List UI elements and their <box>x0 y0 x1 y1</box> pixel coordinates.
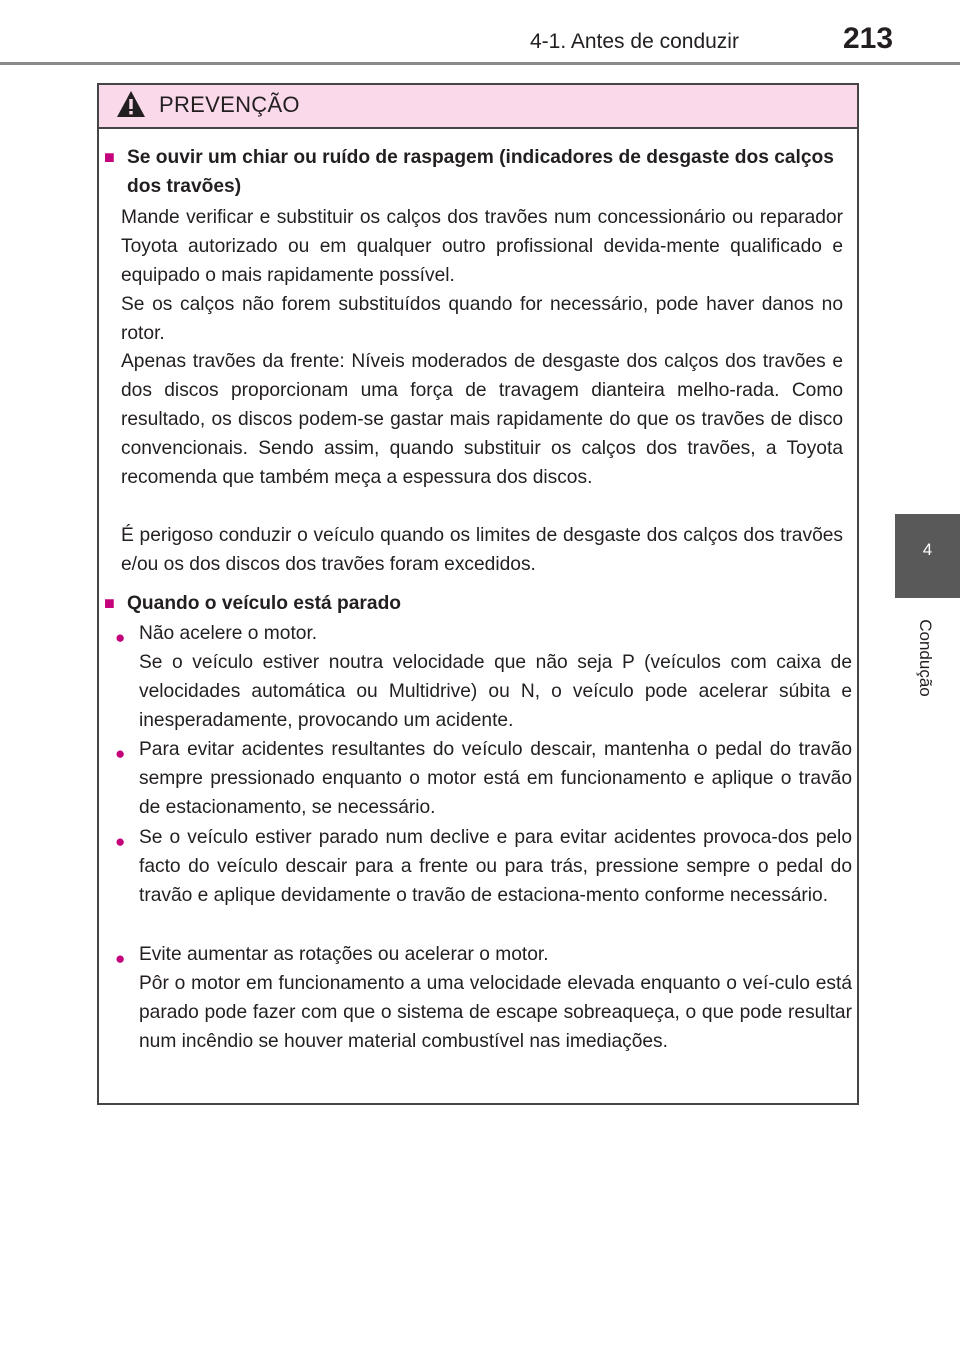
round-bullet-icon: ● <box>115 832 126 851</box>
round-bullet-icon: ● <box>115 628 126 647</box>
chapter-number: 4 <box>922 540 933 559</box>
header-divider <box>0 62 960 65</box>
chapter-side-label: Condução <box>913 612 937 704</box>
list-item: ● Se o veículo estiver parado num decliv… <box>115 823 852 910</box>
running-header-section: 4-1. Antes de conduzir <box>530 30 739 53</box>
heading-text: Quando o veículo está parado <box>127 593 402 614</box>
list-item-text: Se o veículo estiver noutra velocidade q… <box>139 652 852 731</box>
warning-box: PREVENÇÃO ■ Se ouvir um chiar ou ruído d… <box>97 83 859 1105</box>
heading-text: Se ouvir um chiar ou ruído de raspagem (… <box>127 147 834 197</box>
square-bullet-icon: ■ <box>104 593 115 613</box>
warning-header: PREVENÇÃO <box>99 85 857 129</box>
warning-title: PREVENÇÃO <box>159 92 300 117</box>
paragraph-front-brakes: Apenas travões da frente: Níveis moderad… <box>121 351 843 488</box>
section-heading-vehicle-stopped: ■ Quando o veículo está parado <box>104 589 856 618</box>
list-item-text: Para evitar acidentes resultantes do veí… <box>139 739 852 818</box>
list-item: ● Para evitar acidentes resultantes do v… <box>115 735 852 822</box>
list-item-text: Se o veículo estiver parado num declive … <box>139 827 852 906</box>
list-item: ● Evite aumentar as rotações ou acelerar… <box>115 940 852 1056</box>
paragraph-line: Mande verificar e substituir os calços d… <box>121 207 843 286</box>
list-item-lead: Não acelere o motor. <box>139 623 318 644</box>
list-item-body: Não acelere o motor. Se o veículo estive… <box>139 619 852 735</box>
chapter-tab: 4 <box>895 514 960 598</box>
square-bullet-icon: ■ <box>104 147 115 167</box>
paragraph-replace-pads: Mande verificar e substituir os calços d… <box>121 203 843 348</box>
round-bullet-icon: ● <box>115 949 126 968</box>
chapter-name: Condução <box>916 619 935 697</box>
list-item-lead: Evite aumentar as rotações ou acelerar o… <box>139 944 549 965</box>
list-item: ● Não acelere o motor. Se o veículo esti… <box>115 619 852 735</box>
warning-triangle-icon <box>117 91 145 117</box>
section-heading-brake-noise: ■ Se ouvir um chiar ou ruído de raspagem… <box>104 143 856 201</box>
paragraph-wear-limits: É perigoso conduzir o veículo quando os … <box>121 525 843 575</box>
page-number: 213 <box>843 22 894 55</box>
round-bullet-icon: ● <box>115 744 126 763</box>
list-item-body: Evite aumentar as rotações ou acelerar o… <box>139 940 852 1056</box>
paragraph-line: Se os calços não forem substituídos quan… <box>121 294 843 344</box>
list-item-text: Pôr o motor em funcionamento a uma veloc… <box>139 973 852 1052</box>
